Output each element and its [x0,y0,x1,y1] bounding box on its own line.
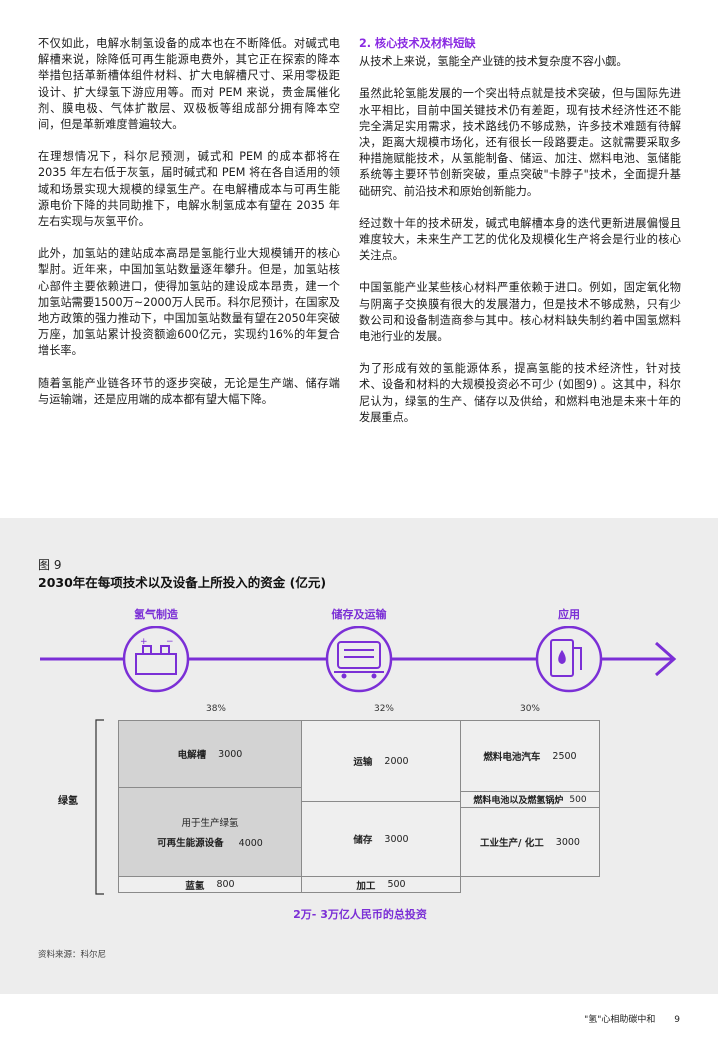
stage-label-production: 氢气制造 [134,608,178,621]
cell-blue-hydrogen: 蓝氢 800 [118,876,302,893]
paragraph: 中国氢能产业某些核心材料严重依赖于进口。例如，固定氧化物与阴离子交换膜有很大的发… [359,281,681,344]
cell-label: 电解槽 [177,750,207,761]
cell-fuel-cell-vehicle: 燃料电池汽车 2500 [460,720,600,792]
cell-electrolyzer: 电解槽 3000 [118,720,302,788]
paragraph: 不仅如此，电解水制氢设备的成本也在不断降低。对碱式电解槽来说，除降低可再生能源电… [38,37,340,132]
cell-storage: 储存 3000 [301,801,461,877]
cell-value: 500 [569,794,587,805]
cell-label: 可再生能源设备 [157,838,224,849]
svg-text:−: − [166,637,174,647]
cell-value: 4000 [238,838,263,849]
page-footer: "氢"心相助碳中和 9 [584,1012,680,1025]
cell-value: 800 [216,879,235,890]
paragraph: 从技术上来说，氢能全产业链的技术复杂度不容小觑。 [359,55,628,69]
cell-value: 2500 [552,750,577,762]
cell-label: 储存 [353,835,373,846]
row-bracket [95,719,104,895]
paragraph: 此外，加氢站的建站成本高昂是氢能行业大规模铺开的核心掣肘。近年来，中国加氢站数量… [38,247,340,358]
cell-sublabel: 用于生产绿氢 [181,818,239,829]
left-column: 不仅如此，电解水制氢设备的成本也在不断降低。对碱式电解槽来说，除降低可再生能源电… [38,36,340,424]
application-fuel-icon [535,626,603,693]
figure-number: 图 9 [38,558,62,572]
cell-transport: 运输 2000 [301,720,461,802]
figure-9: 图 9 2030年在每项技术以及设备上所投入的资金 (亿元) 氢气制造 储存及运… [0,518,718,994]
paragraph: 为了形成有效的氢能源体系，提高氢能的技术经济性，针对技术、设备和材料的大规模投资… [359,362,681,424]
svg-text:+: + [140,637,148,647]
cell-label: 工业生产/ 化工 [480,838,544,849]
cell-label: 燃料电池汽车 [483,752,541,763]
pct-storage: 32% [373,704,394,714]
cell-value: 2000 [384,755,409,767]
right-column: 2. 核心技术及材料短缺 从技术上来说，氢能全产业链的技术复杂度不容小觑。 虽然… [359,36,681,442]
storage-transport-icon [325,626,393,693]
cell-industry: 工业生产/ 化工 3000 [460,807,600,877]
total-investment: 2万- 3万亿人民币的总投资 [293,908,427,921]
section-title: 2. 核心技术及材料短缺 [359,37,476,50]
pct-production: 38% [205,704,226,714]
paragraph: 经过数十年的技术研发，碱式电解槽本身的迭代更新进展偏慢且难度较大，未来生产工艺的… [359,216,681,263]
row-label-green-hydrogen: 绿氢 [58,796,78,807]
paragraph: 在理想情况下，科尔尼预测，碱式和 PEM 的成本都将在 2035 年左右低于灰氢… [38,150,340,229]
cell-label: 运输 [353,757,373,768]
cell-value: 3000 [555,836,580,848]
footer-title: "氢"心相助碳中和 [584,1015,656,1025]
page-number: 9 [674,1015,680,1025]
paragraph: 随着氢能产业链各环节的逐步突破，无论是生产端、储存端与运输端，还是应用端的成本都… [38,376,340,406]
stage-label-storage: 储存及运输 [331,608,387,621]
source-note: 资料来源：科尔尼 [38,950,107,960]
hydrogen-production-icon: + − [122,626,190,693]
cell-label: 燃料电池以及燃氢锅炉 [473,796,564,806]
cell-value: 3000 [218,748,243,760]
value-chain-arrow: + − [40,626,677,693]
pct-application: 30% [519,704,540,714]
cell-value: 500 [387,879,406,890]
cell-fuel-cell-boiler: 燃料电池以及燃氢锅炉 500 [460,791,600,808]
cell-label: 加工 [356,880,376,892]
cell-renewable: 用于生产绿氢 可再生能源设备 4000 [118,787,302,877]
stage-label-application: 应用 [558,608,580,621]
cell-processing: 加工 500 [301,876,461,893]
paragraph: 虽然此轮氢能发展的一个突出特点就是技术突破，但与国际先进水平相比，目前中国关键技… [359,87,681,198]
cell-label: 蓝氢 [185,880,205,892]
cell-value: 3000 [384,833,409,845]
figure-title: 2030年在每项技术以及设备上所投入的资金 (亿元) [38,575,327,590]
